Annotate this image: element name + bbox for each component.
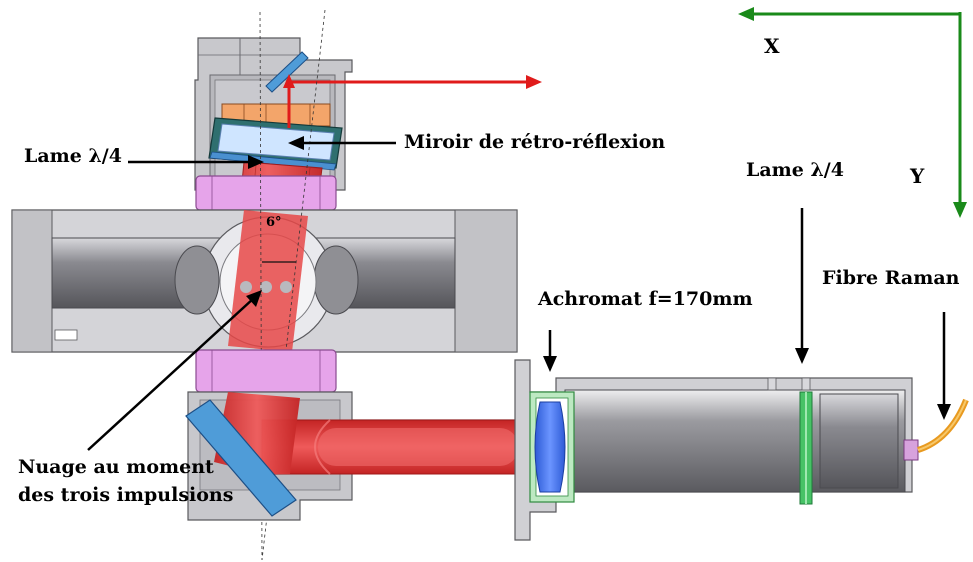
quarter-wave-plate-right: [799, 391, 813, 505]
folding-mirror: [185, 399, 297, 517]
raman-fiber: [903, 398, 969, 461]
horizontal-beam: [261, 419, 541, 475]
lens-tube: [514, 359, 913, 541]
atom-cloud-dots: [240, 281, 292, 293]
label-axis-y: Y: [910, 164, 925, 188]
beam-through-window: [228, 210, 308, 352]
label-nuage-line2: des trois impulsions: [18, 484, 234, 506]
label-angle: 6°: [266, 215, 282, 230]
achromat-lens: [529, 391, 575, 503]
axis-arrows: [738, 7, 967, 218]
retro-reflection-mirror: [208, 117, 343, 171]
label-axis-x: X: [764, 34, 780, 58]
label-fibre: Fibre Raman: [822, 267, 960, 289]
label-lame-right: Lame λ/4: [746, 159, 844, 181]
pink-flange-bottom: [195, 349, 337, 393]
pink-flange-top: [195, 175, 337, 211]
pointer-arrows: [87, 136, 951, 451]
label-miroir: Miroir de rétro-réflexion: [404, 131, 666, 153]
label-lame-left: Lame λ/4: [24, 145, 122, 167]
top-pickoff-mirror: [265, 51, 309, 93]
output-red-arrow: [283, 74, 542, 128]
label-nuage-line1: Nuage au moment: [18, 456, 214, 478]
label-achromat: Achromat f=170mm: [538, 288, 753, 310]
